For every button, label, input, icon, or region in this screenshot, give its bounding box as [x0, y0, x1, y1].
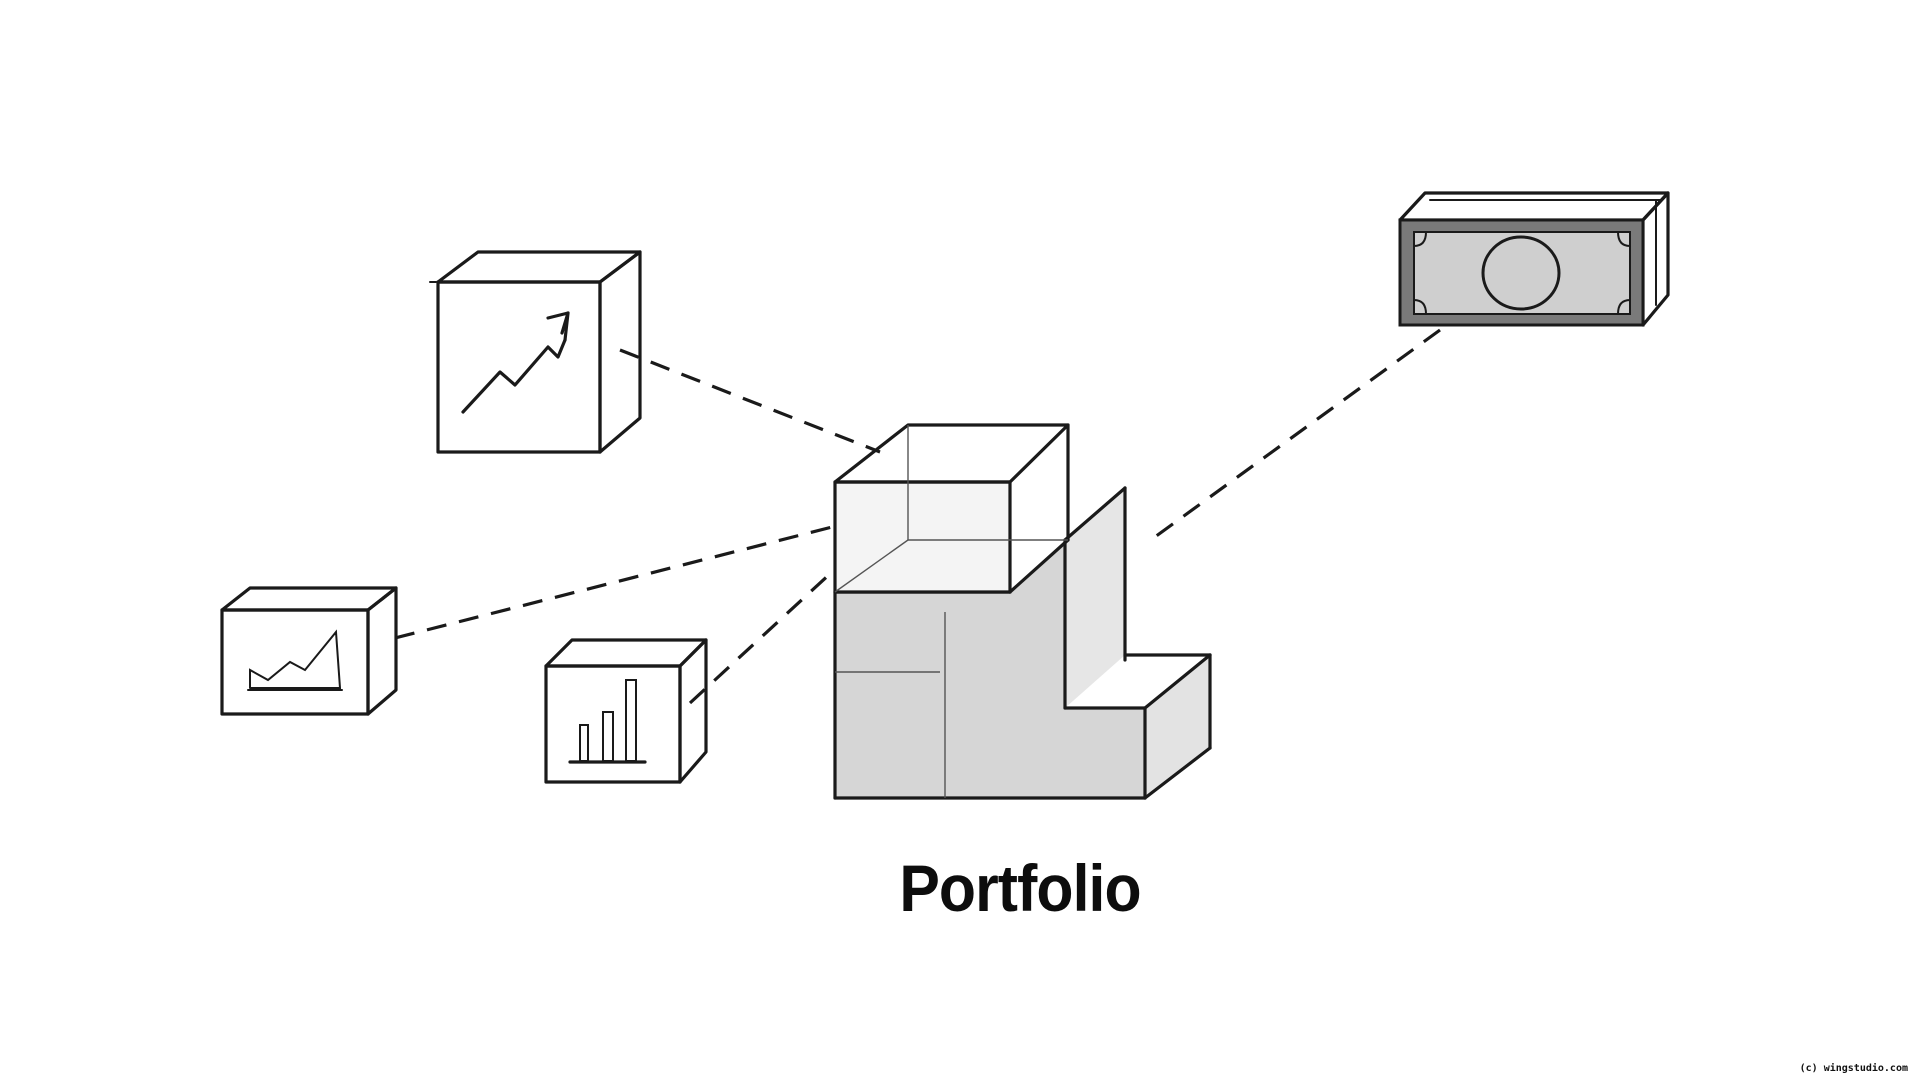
- line-chart-cube: [220, 586, 398, 716]
- trend-up-arrow-icon: [461, 311, 570, 414]
- area-chart-icon: [247, 629, 343, 691]
- banknote-emblem-icon: [1481, 235, 1561, 311]
- block-front-face: [835, 540, 1145, 798]
- bar-chart-cube: [544, 638, 708, 784]
- banknote-block: [1398, 191, 1670, 327]
- connector-line-chart-cube: [394, 523, 841, 640]
- bar-chart-icon: [568, 679, 647, 764]
- portfolio-block: [833, 423, 1212, 800]
- growth-chart-cube: [429, 250, 642, 454]
- banknote-corner-marks: [1413, 231, 1631, 315]
- transparent-top-cube: [833, 423, 1070, 594]
- banknote-face: [1413, 231, 1631, 315]
- connector-growth-cube: [619, 348, 881, 454]
- copyright-notice: (c) wingstudio.com: [1799, 1063, 1908, 1074]
- connector-money-cube: [1147, 328, 1441, 544]
- diagram-caption: Portfolio: [899, 851, 1141, 925]
